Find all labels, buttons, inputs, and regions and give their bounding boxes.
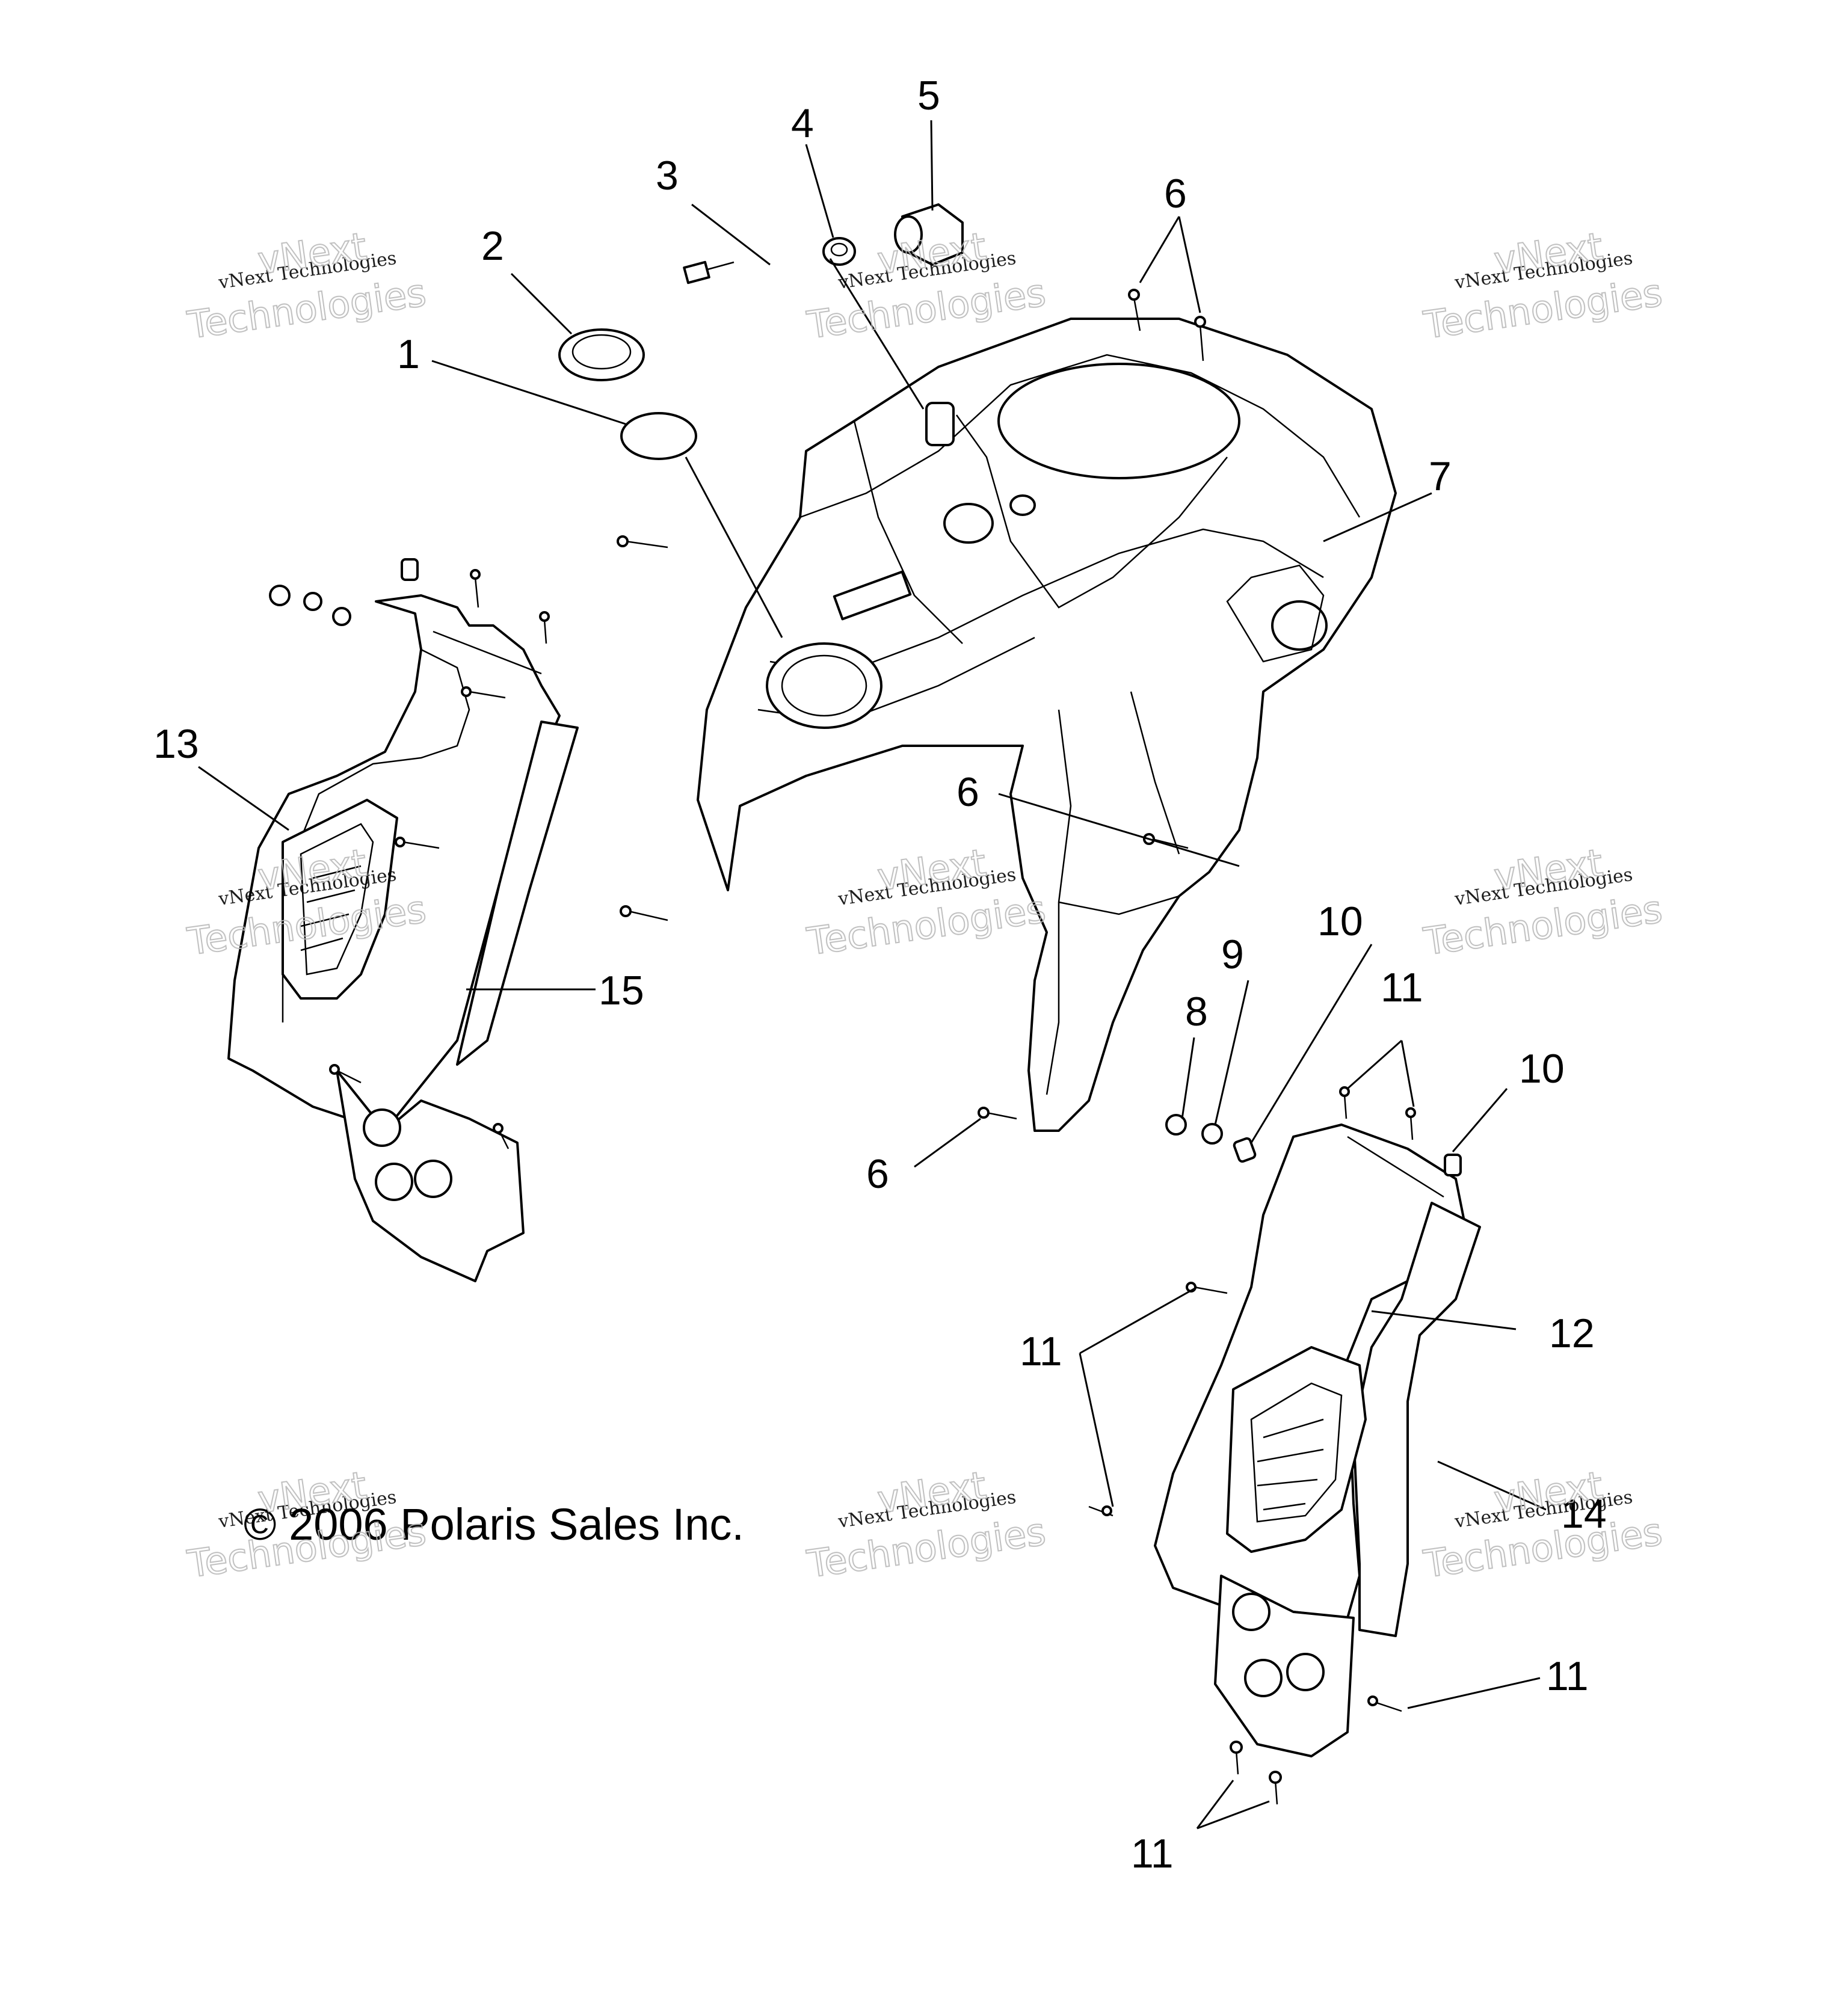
callout-11-right: 11 <box>1546 1653 1589 1699</box>
callout-labels: 1 2 3 4 5 6 6 6 7 8 9 10 10 11 11 11 11 … <box>153 73 1607 1877</box>
ignition-key-part <box>683 260 735 284</box>
callout-6-top: 6 <box>1164 171 1187 217</box>
gauge-cap-part <box>558 328 645 381</box>
callout-13: 13 <box>153 721 199 767</box>
fastener-set <box>269 289 1462 1805</box>
callout-8: 8 <box>1185 989 1208 1034</box>
callout-6-mid: 6 <box>956 769 979 815</box>
callout-2: 2 <box>481 223 504 269</box>
callout-5: 5 <box>917 73 940 118</box>
callout-14: 14 <box>1561 1491 1607 1537</box>
callout-7: 7 <box>1429 453 1452 499</box>
copyright-notice: © 2006 Polaris Sales Inc. <box>244 1499 744 1549</box>
right-side-panel <box>1154 1124 1481 1757</box>
callout-11-bottom: 11 <box>1131 1831 1174 1877</box>
callout-4: 4 <box>791 100 814 146</box>
callout-11-top: 11 <box>1381 965 1423 1010</box>
left-side-panel <box>227 594 579 1282</box>
callout-12: 12 <box>1549 1311 1595 1356</box>
callout-9: 9 <box>1221 932 1244 977</box>
leader-lines <box>198 120 1547 1830</box>
callout-11-left: 11 <box>1020 1329 1062 1374</box>
switch-nut-part <box>822 237 856 266</box>
callout-10-right: 10 <box>1519 1046 1565 1092</box>
callout-3: 3 <box>656 153 679 198</box>
callout-15: 15 <box>599 968 644 1013</box>
callout-1: 1 <box>397 331 420 377</box>
front-cab-shroud <box>697 318 1397 1132</box>
ignition-switch-part <box>894 203 964 266</box>
callout-10-left: 10 <box>1317 899 1363 944</box>
callout-6-bottom: 6 <box>866 1151 889 1197</box>
o-ring-part <box>620 412 697 460</box>
